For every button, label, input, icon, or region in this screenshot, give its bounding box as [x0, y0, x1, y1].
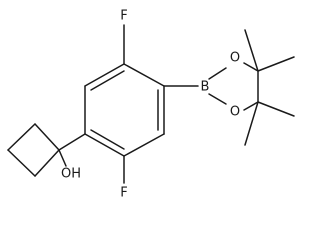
bond-cb-2-3 [7, 149, 36, 177]
bond-o-lower-c [243, 101, 259, 111]
bond-cb-1-2 [34, 149, 60, 177]
atom-oxygen-lower: O [230, 105, 240, 120]
bond-methyl-4 [244, 101, 259, 146]
cyclobutane-ring [7, 123, 86, 177]
chemical-structure-drawing: F F B O O OH [7, 9, 295, 201]
pinacol-boronate-ring [208, 29, 295, 146]
bond-methyl-1 [244, 29, 259, 72]
bond-c-oh [58, 149, 67, 167]
bond-cb-4-1 [34, 123, 60, 151]
bond-ring-c6-c1 [84, 63, 125, 87]
bond-cb-3-4 [7, 123, 36, 151]
bond-ring-c3-c4 [123, 133, 165, 157]
bond-ring-c4-c5-inner [90, 129, 125, 150]
atom-oxygen-upper: O [230, 51, 240, 66]
bond-b-o-upper [208, 67, 227, 80]
atom-hydroxyl: OH [61, 167, 81, 182]
atom-boron: B [201, 80, 210, 95]
benzene-ring [84, 63, 165, 157]
bond-methyl-2 [257, 56, 295, 72]
bond-ring-c4-c5 [84, 133, 125, 157]
bond-o-upper-c [243, 62, 259, 72]
bond-ring-to-cyclobutane [58, 133, 86, 151]
bond-methyl-3 [257, 101, 295, 117]
bond-b-o-lower [208, 93, 227, 105]
atom-fluorine-top: F [120, 9, 127, 24]
bond-ring-c1-c2 [123, 63, 165, 87]
bond-ring-c6-c1-inner [90, 70, 125, 91]
atom-fluorine-bottom: F [120, 186, 127, 201]
